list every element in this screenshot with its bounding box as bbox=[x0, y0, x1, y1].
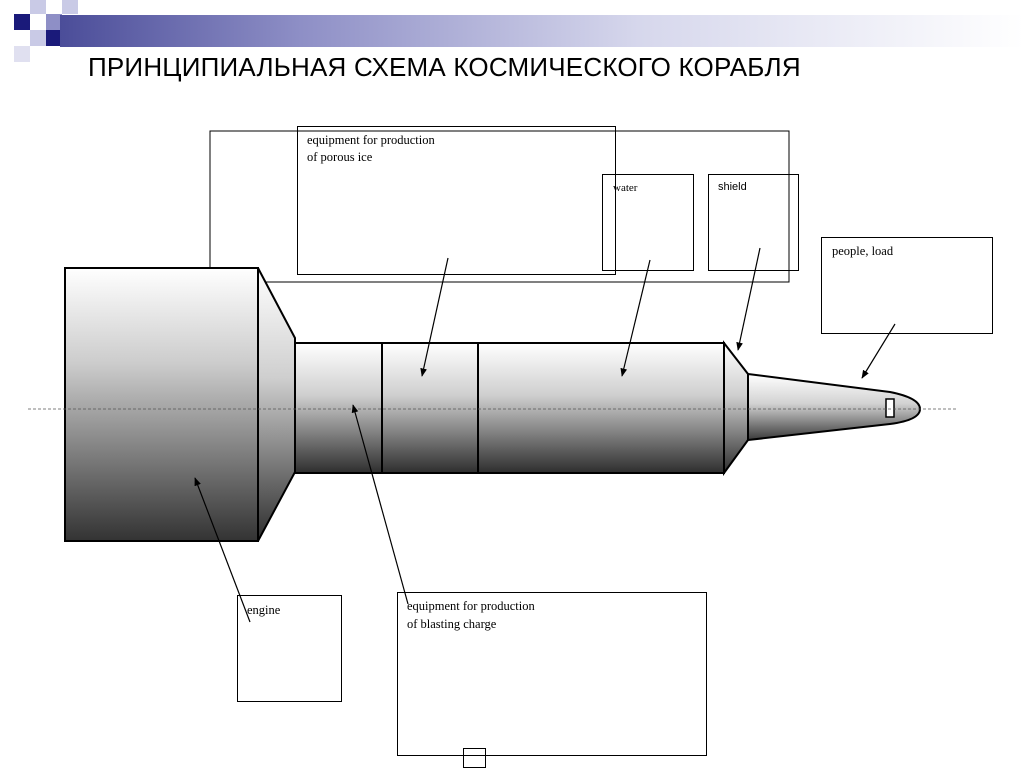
pointer-shield bbox=[736, 247, 761, 351]
porous-ice-box bbox=[297, 126, 616, 275]
decor-square-light-2 bbox=[46, 14, 62, 30]
decor-square-dark-1 bbox=[14, 14, 30, 30]
hull-section-porous-ice bbox=[381, 342, 479, 474]
people-load-label: people, load bbox=[832, 244, 894, 258]
pointer-engine bbox=[194, 477, 251, 623]
blasting-charge-tab bbox=[463, 748, 486, 768]
decor-square-light-1 bbox=[30, 0, 46, 14]
slide-title: ПРИНЦИПИАЛЬНАЯ СХЕМА КОСМИЧЕСКОГО КОРАБЛ… bbox=[88, 52, 801, 82]
decor-square-light-5 bbox=[14, 46, 30, 62]
porous-ice-label-line2: of porous ice bbox=[307, 150, 373, 164]
blasting-charge-label-line1: equipment for production bbox=[407, 599, 535, 613]
blasting-charge-label-line2: of blasting charge bbox=[407, 617, 497, 631]
hull-section-blasting bbox=[294, 342, 383, 474]
engine-block bbox=[64, 267, 259, 542]
decor-square-dark-2 bbox=[46, 30, 62, 46]
people-load-box bbox=[821, 237, 993, 334]
water-label: water bbox=[613, 182, 638, 194]
pointer-water bbox=[620, 259, 651, 377]
decor-square-light-4 bbox=[62, 0, 78, 14]
shield-label: shield bbox=[718, 181, 747, 193]
decor-square-light-3 bbox=[30, 30, 46, 46]
shield-taper bbox=[723, 340, 749, 477]
engine-label: engine bbox=[247, 603, 281, 617]
nose-cabin-marker bbox=[885, 398, 895, 418]
pointer-porous-ice bbox=[420, 257, 449, 377]
water-box bbox=[602, 174, 694, 271]
shield-box bbox=[708, 174, 799, 271]
background-frame bbox=[209, 130, 790, 283]
engine-box bbox=[237, 595, 342, 702]
decor-gradient-band bbox=[60, 15, 1024, 47]
hull-section-water bbox=[477, 342, 725, 474]
blasting-charge-box bbox=[397, 592, 707, 756]
engine-taper bbox=[257, 267, 296, 542]
pointer-blasting bbox=[351, 404, 409, 605]
porous-ice-label-line1: equipment for production bbox=[307, 133, 435, 147]
